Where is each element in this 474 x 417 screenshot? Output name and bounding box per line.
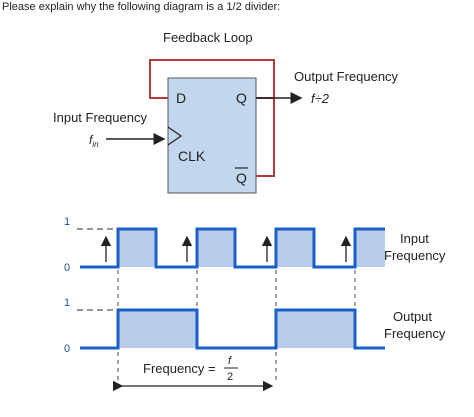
- timing-input-label-line1: Input: [400, 231, 429, 246]
- input-pulse-fill-4: [355, 229, 385, 267]
- output-pulse-fill-2: [276, 310, 355, 348]
- input-low-level: 0: [64, 262, 70, 274]
- alignment-guides: [117, 270, 356, 382]
- output-pulse-fill-1: [118, 310, 197, 348]
- pin-clk-label: CLK: [178, 148, 206, 164]
- question-text: Please explain why the following diagram…: [2, 1, 281, 13]
- input-waveform-area: [77, 227, 385, 269]
- timing-output-label-line1: Output: [393, 309, 432, 324]
- output-high-level: 1: [64, 297, 70, 309]
- frequency-numerator: f: [228, 355, 232, 367]
- frequency-equation-prefix: Frequency =: [143, 361, 216, 376]
- feedback-path-qbar: [256, 98, 275, 177]
- input-frequency-label: Input Frequency: [53, 110, 147, 125]
- pin-qbar-label: Q: [236, 170, 247, 186]
- input-pulse-fill-3: [276, 229, 314, 267]
- output-waveform: [80, 308, 385, 350]
- frequency-denominator: 2: [227, 371, 233, 383]
- timing-input-label-line2: Frequency: [384, 248, 446, 263]
- input-pulse-fill-2: [197, 229, 235, 267]
- pin-d-label: D: [176, 90, 186, 106]
- output-low-level: 0: [64, 343, 70, 355]
- input-waveform: [80, 227, 385, 269]
- output-expression: f÷2: [311, 91, 330, 106]
- input-pulse-fill-1: [118, 229, 156, 267]
- rising-edge-arrows: [100, 235, 352, 262]
- timing-output-label-line2: Frequency: [384, 326, 446, 341]
- output-waveform-area: [77, 308, 385, 350]
- pin-q-label: Q: [236, 90, 247, 106]
- clock-triangle: [167, 126, 183, 146]
- input-high-level: 1: [64, 216, 70, 228]
- d-flipflop-block: [167, 77, 257, 194]
- input-symbol: fin: [89, 133, 99, 149]
- output-frequency-label: Output Frequency: [294, 69, 399, 84]
- feedback-loop-label: Feedback Loop: [163, 30, 253, 45]
